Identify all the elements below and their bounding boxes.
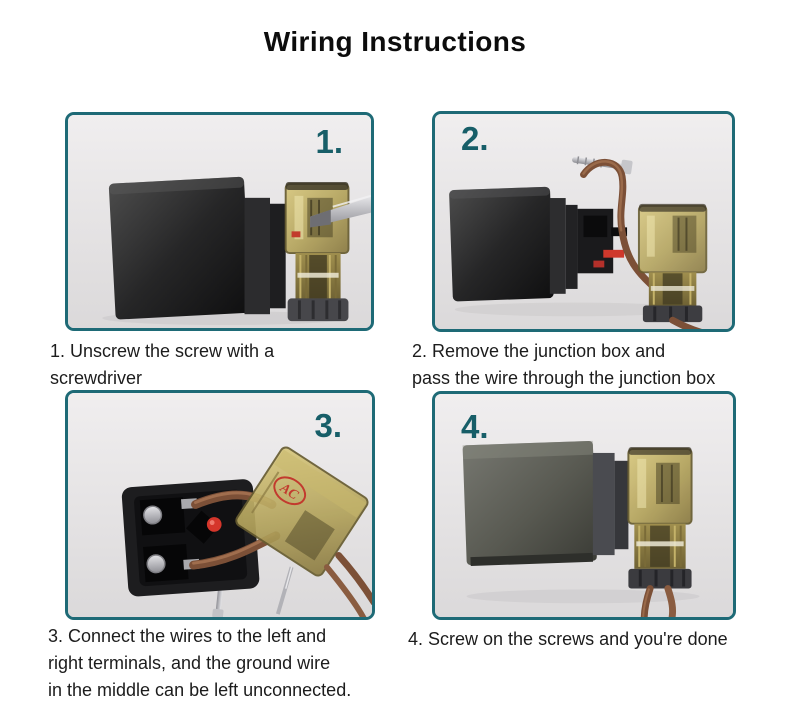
gland-nut [628,568,692,589]
coil-flange [549,198,578,294]
solenoid-coil [462,440,597,567]
step-3-panel: 3. [65,390,375,620]
left-terminal-screw [143,505,163,525]
step-4-panel: 4. [432,391,736,620]
hanging-wires [640,585,677,617]
step-1-panel: 1. [65,112,374,331]
step-1-photo [68,115,371,328]
threaded-gland [634,523,686,569]
coil-flange [244,197,286,315]
step-3-caption: 3. Connect the wires to the left and rig… [48,626,352,700]
gland-highlight-band [297,272,339,278]
step-3-number: 3. [314,407,342,444]
solenoid-coil [108,176,251,320]
step-3-photo: AC [68,393,372,617]
terminal-block [577,208,628,274]
junction-box-tilted: AC [235,446,369,577]
junction-box [627,447,693,525]
threaded-gland [295,253,341,301]
step-2-panel: 2. [432,111,735,332]
junction-box [637,203,708,274]
coil-flange [592,452,629,556]
screwdriver [310,194,371,228]
step-2-number: 2. [461,120,489,157]
red-terminal-pin-2 [593,260,605,268]
left-terminal-screw-2 [146,554,166,574]
step-2-photo [435,114,732,329]
ac-stamp-oval [273,476,307,506]
red-terminal-pin [603,249,625,258]
terminal-block-top-view [121,479,260,597]
step-1-number: 1. [315,123,343,160]
step-2-caption: 2. Remove the junction box and pass the … [412,341,716,388]
exit-wires [323,551,372,617]
page-title: Wiring Instructions [263,26,527,57]
wire-exit [669,316,702,329]
ground-pin [275,566,294,615]
gland-nut [287,298,349,322]
step-4-photo [435,394,733,617]
threaded-gland [648,272,697,306]
step-4-number: 4. [461,408,489,445]
step-1-caption: 1. Unscrew the screw with a screwdriver [50,341,275,388]
red-mark [291,231,301,238]
solenoid-coil [449,186,554,302]
step-4-caption: 4. Screw on the screws and you're done [408,629,728,649]
brown-wire [580,158,659,292]
